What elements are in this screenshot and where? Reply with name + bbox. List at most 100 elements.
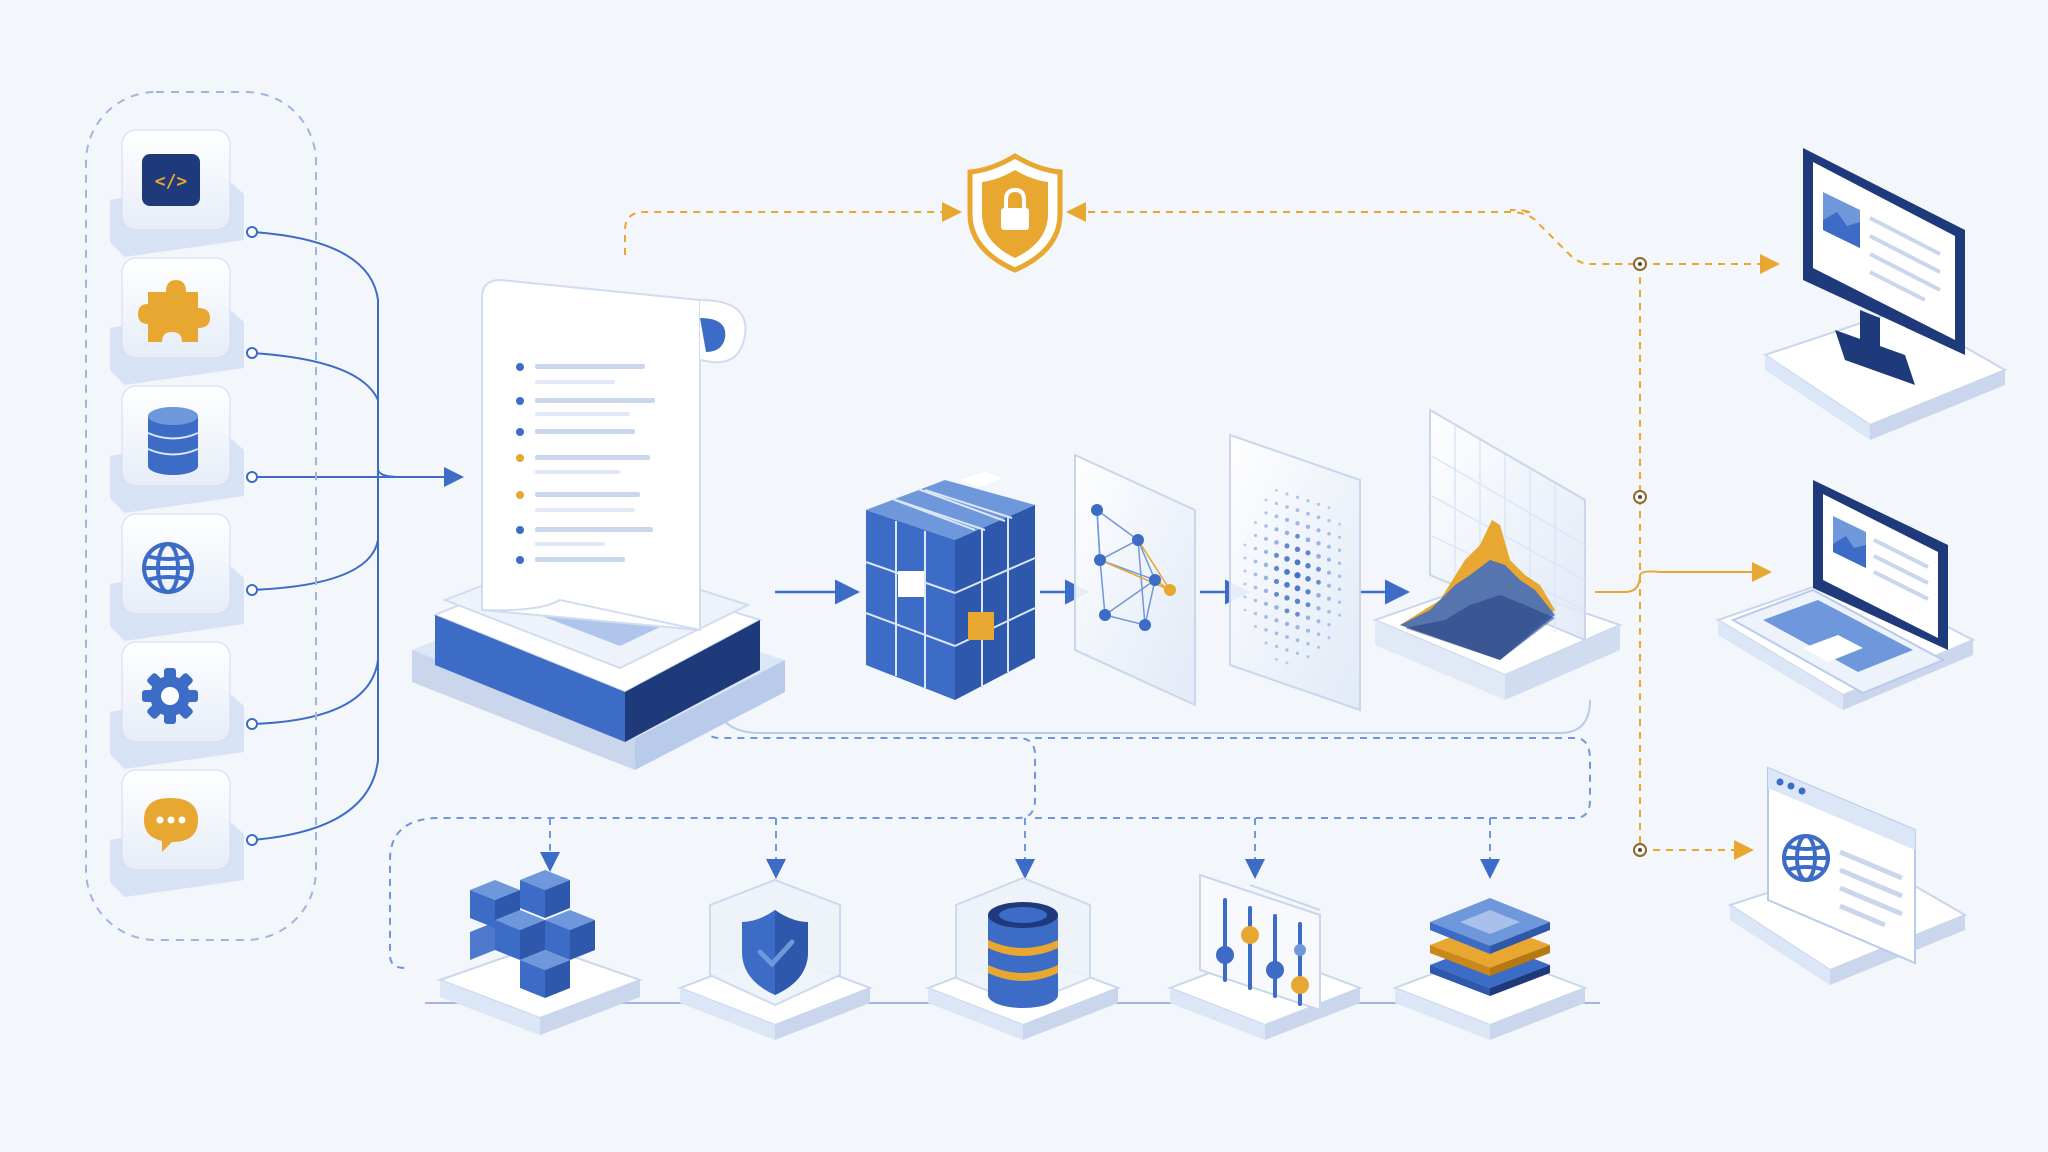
dot-field-dot [1243,569,1247,573]
dot-field-dot [1294,572,1301,579]
dot-field-dot [1253,546,1258,551]
dot-field-dot [1305,550,1311,556]
dot-field-dot [1253,624,1258,629]
dot-field-dot [1274,540,1279,545]
dot-field-dot [1327,506,1331,510]
dot-field-dot [1274,552,1279,558]
service-controls[interactable] [1167,873,1363,1040]
source-connectors [251,231,464,841]
service-connectors [389,700,1591,969]
source-tile-puzzle[interactable] [110,257,244,385]
pipeline-chart-panel[interactable] [1372,408,1623,700]
dot-field-dot [1305,576,1311,582]
dot-field-dot [1284,608,1290,614]
dot-field-dot [1327,596,1331,601]
database-icon [147,407,199,475]
output-connector-branch [1595,562,1772,593]
dot-field-dot [1306,642,1310,646]
service-database[interactable] [925,876,1121,1040]
dot-field-dot [1243,543,1247,547]
dot-field-dot [1284,556,1290,562]
dot-field-dot [1273,578,1280,584]
svg-text:</>: </> [155,171,188,192]
dot-field-dot [1305,589,1311,595]
dot-field-dot [1306,499,1310,503]
dot-field-dot [1295,651,1300,655]
dot-field-dot [1264,628,1268,632]
output-connector-dot-centers [1638,262,1642,852]
source-tile-database[interactable] [110,385,244,513]
dot-field-dot [1305,537,1311,543]
dot-field-dot [1337,548,1342,552]
dot-field-dot [1316,606,1321,611]
dot-field-dot [1295,638,1300,643]
dot-field-dot [1305,628,1311,633]
dot-field-dot [1264,614,1268,619]
source-tile-gear[interactable] [110,641,244,769]
dot-field-dot [1338,522,1341,526]
dot-field-dot [1295,611,1300,617]
output-laptop[interactable] [1715,480,1976,710]
source-connector-dots [246,226,258,846]
dot-field-dot [1337,613,1342,617]
pipeline-network-panel[interactable] [1074,453,1196,707]
source-tile-globe[interactable] [110,513,244,641]
dot-field-dot [1274,631,1279,636]
desktop-monitor-icon [1803,148,1965,385]
dot-field-dot [1274,591,1279,597]
security-connectors [624,202,1780,860]
central-document-hub[interactable] [412,278,785,770]
dot-field-dot [1263,536,1269,541]
shield-check-icon [742,910,808,995]
dot-field-dot [1263,549,1269,555]
dot-field-dot [1316,502,1321,506]
dot-field-dot [1263,588,1269,594]
output-browser[interactable] [1727,766,1968,985]
dot-field-dot [1327,622,1331,627]
service-blocks[interactable] [437,870,643,1035]
dot-field-dot [1284,595,1290,601]
dot-field-dot [1263,601,1269,606]
dot-field-dot [1264,498,1268,502]
pipeline-cube[interactable] [865,472,1036,700]
dot-field-dot [1316,592,1321,598]
dot-field-dot [1337,561,1342,565]
dot-field-dot [1305,563,1311,569]
output-desktop[interactable] [1762,148,2008,440]
dot-field-dot [1337,587,1342,591]
dot-field-icon [1243,489,1342,665]
area-chart-icon [1400,520,1555,660]
dot-field-dot [1253,533,1258,538]
dot-field-dot [1285,505,1289,509]
service-layers[interactable] [1392,898,1588,1040]
dot-field-dot [1305,524,1311,529]
gear-icon [142,668,198,724]
dot-field-dot [1295,533,1300,539]
dot-field-dot [1243,556,1247,560]
dot-field-dot [1294,585,1301,592]
code-icon: </> [142,154,200,206]
chat-icon [144,798,198,852]
dot-field-dot [1274,605,1279,610]
dot-field-dot [1316,528,1321,533]
dot-field-dot [1253,572,1258,577]
dot-field-dot [1274,644,1279,649]
dot-field-dot [1316,553,1321,559]
browser-window-icon [1767,766,1916,965]
service-security[interactable] [677,878,873,1040]
dot-field-dot [1316,632,1321,637]
dot-field-dot [1337,600,1342,604]
dot-field-dot [1306,655,1310,659]
security-shield[interactable] [967,153,1063,273]
dot-field-dot [1316,541,1321,546]
dot-field-dot [1294,546,1301,552]
source-tile-code[interactable]: </> [110,129,244,257]
cylinder-database-icon [988,902,1058,1008]
sources-group: </> [85,91,317,941]
pipeline-dotfield-panel[interactable] [1229,433,1361,712]
source-tile-chat[interactable] [110,769,244,897]
dot-field-dot [1295,521,1300,526]
dot-field-dot [1285,648,1289,652]
